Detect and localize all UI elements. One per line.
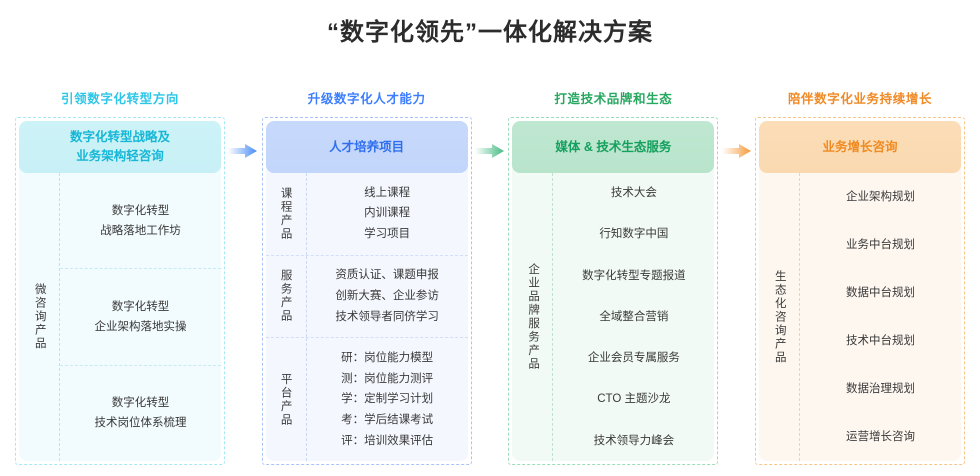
arrow-cell-2 xyxy=(475,88,504,468)
column-1-pill-line-2: 业务架构轻咨询 xyxy=(76,149,164,163)
row-text: 数据中台规划 xyxy=(846,286,916,299)
row-text: 技术领导者同侪学习 xyxy=(335,310,439,323)
column-3-body: 企业品牌服务产品 技术大会 行知数字中国 数字化转型专题报道 全域整合营销 企业… xyxy=(512,173,714,461)
row-text: 学：定制学习计划 xyxy=(341,393,434,406)
list-item[interactable]: 行知数字中国 xyxy=(553,213,714,254)
row-text: 数字化转型专题报道 xyxy=(582,269,686,282)
column-1-header: 引领数字化转型方向 xyxy=(61,92,179,106)
column-2-pill-line-1: 人才培养项目 xyxy=(329,139,405,154)
row-text: 考：学后结课考试 xyxy=(341,413,434,426)
column-4-panel: 业务增长咨询 生态化咨询产品 企业架构规划 业务中台规划 数据中台规划 技术中台… xyxy=(755,117,966,465)
column-growth: 陪伴数字化业务持续增长 业务增长咨询 生态化咨询产品 企业架构规划 业务中台规划… xyxy=(740,88,980,465)
column-4-body: 生态化咨询产品 企业架构规划 业务中台规划 数据中台规划 技术中台规划 数据治理… xyxy=(759,173,961,461)
list-item[interactable]: 数字化转型 技术岗位体系梳理 xyxy=(60,364,221,461)
list-item[interactable]: 技术大会 xyxy=(553,173,714,213)
arrow-cell-1 xyxy=(228,88,258,468)
group-service-products: 服务产品 资质认证、课题申报 创新大赛、企业参访 技术领导者同侪学习 xyxy=(265,254,468,338)
column-2-title-pill[interactable]: 人才培养项目 xyxy=(265,121,468,173)
row-text: 运营增长咨询 xyxy=(846,431,916,444)
column-2-body: 课程产品 线上课程 内训课程 学习项目 服务产品 资质认证、课题申报 xyxy=(265,173,468,461)
group-1-label: 课程产品 xyxy=(279,186,292,241)
group-course-products: 课程产品 线上课程 内训课程 学习项目 xyxy=(266,173,468,255)
row-text: 学习项目 xyxy=(364,228,411,241)
column-3-title-pill[interactable]: 媒体 & 技术生态服务 xyxy=(512,121,715,173)
row-text: 研：岗位能力模型 xyxy=(341,351,434,364)
column-1-title-pill[interactable]: 数字化转型战略及 业务架构轻咨询 xyxy=(19,121,221,173)
row-text: 业务中台规划 xyxy=(846,238,916,251)
row-text: 测：岗位能力测评 xyxy=(341,372,434,385)
list-item[interactable]: 技术中台规划 xyxy=(800,317,961,365)
row-text: 全域整合营销 xyxy=(599,310,669,323)
row-text: 数字化转型 xyxy=(111,397,170,410)
row-text: 技术岗位体系梳理 xyxy=(94,417,187,430)
column-3-panel: 媒体 & 技术生态服务 企业品牌服务产品 技术大会 行知数字中国 数字化转型专题… xyxy=(508,117,719,465)
column-1-pill-line-1: 数字化转型战略及 xyxy=(69,130,170,145)
row-text: 技术大会 xyxy=(610,187,657,200)
list-item[interactable]: 企业会员专属服务 xyxy=(553,337,714,378)
column-4-title-pill[interactable]: 业务增长咨询 xyxy=(759,121,962,173)
arrow-col1-to-col2-icon xyxy=(228,143,258,159)
row-text: 数字化转型 xyxy=(111,204,170,217)
row-text: 企业架构规划 xyxy=(846,190,916,203)
column-media-ecosystem: 打造技术品牌和生态 媒体 & 技术生态服务 企业品牌服务产品 技术大会 行知数字… xyxy=(493,88,733,465)
group-3-items[interactable]: 研：岗位能力模型 测：岗位能力测评 学：定制学习计划 考：学后结课考试 评：培训… xyxy=(305,338,468,461)
row-text: 创新大赛、企业参访 xyxy=(335,289,439,302)
row-text: 企业会员专属服务 xyxy=(587,352,680,365)
list-item[interactable]: 数字化转型专题报道 xyxy=(553,255,714,296)
column-4-header: 陪伴数字化业务持续增长 xyxy=(787,92,933,106)
group-platform-products: 平台产品 研：岗位能力模型 测：岗位能力测评 学：定制学习计划 考：学后结课考试… xyxy=(265,337,468,461)
list-item[interactable]: 数字化转型 战略落地工作坊 xyxy=(60,173,221,268)
list-item[interactable]: 业务中台规划 xyxy=(800,220,961,268)
row-text: CTO 主题沙龙 xyxy=(597,393,671,406)
list-item[interactable]: CTO 主题沙龙 xyxy=(553,378,714,419)
column-3-rows: 技术大会 行知数字中国 数字化转型专题报道 全域整合营销 企业会员专属服务 CT… xyxy=(552,173,714,461)
list-item[interactable]: 数据中台规划 xyxy=(800,268,961,316)
row-text: 企业架构落地实操 xyxy=(94,320,187,333)
column-talent: 升级数字化人才能力 人才培养项目 课程产品 线上课程 内训课程 学习项目 xyxy=(247,88,487,465)
row-text: 内训课程 xyxy=(364,207,411,220)
row-text: 数据治理规划 xyxy=(846,383,916,396)
list-item[interactable]: 全域整合营销 xyxy=(553,296,714,337)
arrow-cell-3 xyxy=(721,88,751,468)
column-4-rows: 企业架构规划 业务中台规划 数据中台规划 技术中台规划 数据治理规划 运营增长咨… xyxy=(799,173,961,461)
column-3-pill-line-1: 媒体 & 技术生态服务 xyxy=(555,139,672,154)
column-1-panel: 数字化转型战略及 业务架构轻咨询 微咨询产品 数字化转型 战略落地工作坊 xyxy=(15,117,225,465)
column-2-panel: 人才培养项目 课程产品 线上课程 内训课程 学习项目 服务产品 xyxy=(261,117,472,465)
row-text: 战略落地工作坊 xyxy=(100,224,181,237)
row-text: 资质认证、课题申报 xyxy=(335,269,439,282)
column-3-header: 打造技术品牌和生态 xyxy=(554,92,673,106)
group-1-items[interactable]: 线上课程 内训课程 学习项目 xyxy=(305,173,468,255)
row-text: 评：培训效果评估 xyxy=(341,434,434,447)
row-text: 技术领导力峰会 xyxy=(593,434,675,447)
list-item[interactable]: 技术领导力峰会 xyxy=(553,420,714,461)
row-text: 数字化转型 xyxy=(111,300,170,313)
column-consulting: 引领数字化转型方向 数字化转型战略及 业务架构轻咨询 微咨询产品 数字化转型 xyxy=(0,88,240,465)
column-3-side-label: 企业品牌服务产品 xyxy=(527,263,540,371)
column-1-rows: 数字化转型 战略落地工作坊 数字化转型 企业架构落地实操 数字化转型 技术岗位体… xyxy=(59,173,221,461)
page-title: “数字化领先”一体化解决方案 xyxy=(327,19,653,46)
column-2-header: 升级数字化人才能力 xyxy=(307,92,426,106)
list-item[interactable]: 数据治理规划 xyxy=(800,365,961,413)
row-text: 技术中台规划 xyxy=(846,335,916,348)
arrow-col3-to-col4-icon xyxy=(721,143,752,159)
group-3-label: 平台产品 xyxy=(279,372,292,427)
arrow-col2-to-col3-icon xyxy=(475,143,505,159)
column-1-body: 微咨询产品 数字化转型 战略落地工作坊 数字化转型 企业架构落地实操 xyxy=(19,173,221,461)
list-item[interactable]: 企业架构规划 xyxy=(800,173,961,220)
row-text: 行知数字中国 xyxy=(599,228,669,241)
list-item[interactable]: 数字化转型 企业架构落地实操 xyxy=(60,268,221,364)
columns-container: 引领数字化转型方向 数字化转型战略及 业务架构轻咨询 微咨询产品 数字化转型 xyxy=(0,88,980,468)
group-2-label: 服务产品 xyxy=(279,269,292,324)
group-2-items[interactable]: 资质认证、课题申报 创新大赛、企业参访 技术领导者同侪学习 xyxy=(305,255,468,338)
column-4-side-label: 生态化咨询产品 xyxy=(773,269,786,365)
column-1-side-label: 微咨询产品 xyxy=(33,283,46,351)
row-text: 线上课程 xyxy=(364,186,411,199)
column-4-pill-line-1: 业务增长咨询 xyxy=(822,139,898,154)
list-item[interactable]: 运营增长咨询 xyxy=(800,413,961,461)
